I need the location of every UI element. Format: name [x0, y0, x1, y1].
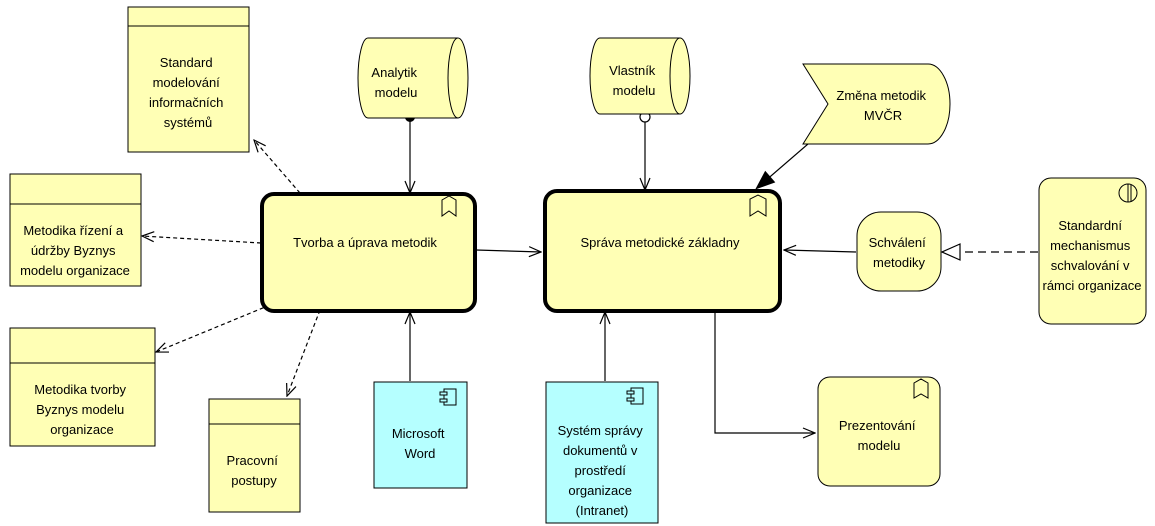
node-label: (Intranet) — [576, 503, 629, 518]
access-tvorba-to-standard — [254, 140, 301, 194]
node-label: Schválení — [869, 235, 926, 250]
svg-text:Změna metodik MVČR: Změna metodik MVČR — [836, 88, 929, 123]
node-label: MVČR — [864, 108, 902, 123]
svg-text:Systém správy dokumentů: Systém správy dokumentů v prostředí orga… — [558, 423, 647, 518]
node-label: Standardní — [1058, 218, 1122, 233]
component-icon — [439, 388, 457, 406]
node-metodika-tvorby[interactable]: Metodika tvorby Byznys modelu organizace — [9, 327, 156, 447]
node-label: Byznys modelu — [36, 402, 124, 417]
component-icon — [626, 387, 644, 405]
svg-text:Pracovní postupy: Pracovní postupy — [227, 453, 282, 488]
node-label: Tvorba a úprava metodik — [293, 235, 437, 250]
svg-text:Vlastník modelu: Vlastník modelu — [609, 63, 659, 98]
node-sprava-zakladny[interactable]: Správa metodické základny — [543, 189, 782, 313]
node-microsoft-word[interactable]: Microsoft Word — [373, 381, 468, 489]
node-label: modelu — [613, 83, 656, 98]
node-label: informačních — [149, 95, 223, 110]
node-label: metodiky — [873, 255, 926, 270]
node-tvorba-uprava[interactable]: Tvorba a úprava metodik — [260, 192, 477, 313]
access-tvorba-to-metodika-rizeni — [142, 236, 262, 244]
flow-sprava-to-prezentovani — [714, 312, 815, 433]
node-prezentovani-modelu[interactable]: Prezentování modelu — [817, 376, 941, 487]
svg-text:Microsoft Word: Microsoft Word — [392, 426, 448, 461]
connections — [142, 111, 1038, 433]
node-label: postupy — [231, 473, 277, 488]
node-label: prostředí — [575, 463, 627, 478]
node-label: dokumentů v — [563, 443, 638, 458]
node-label: organizace — [568, 483, 632, 498]
svg-text:Prezentování modelu: Prezentování modelu — [839, 418, 919, 453]
node-standardni-mechanismus[interactable]: Standardní mechanismus schvalování v rám… — [1038, 177, 1147, 325]
node-label: Metodika tvorby — [34, 382, 126, 397]
node-analytik-modelu[interactable]: Analytik modelu — [357, 37, 469, 119]
node-system-spravy[interactable]: Systém správy dokumentů v prostředí orga… — [545, 381, 659, 524]
function-icon — [749, 194, 767, 217]
svg-text:Schválení metodiky: Schválení metodiky — [869, 235, 930, 270]
serving-schvaleni-to-sprava — [784, 250, 857, 252]
flow-tvorba-to-sprava — [475, 250, 541, 252]
node-label: mechanismus — [1050, 238, 1131, 253]
node-label: Analytik — [371, 65, 417, 80]
node-schvaleni-metodiky[interactable]: Schválení metodiky — [856, 211, 942, 292]
node-label: Systém správy — [558, 423, 644, 438]
access-tvorba-to-metodika-tvorby — [156, 304, 271, 352]
svg-text:Správa metodické základny: Správa metodické základny — [581, 235, 740, 250]
node-label: organizace — [50, 422, 114, 437]
svg-text:Metodika tvorby Byznys m: Metodika tvorby Byznys modelu organizace — [34, 382, 129, 437]
function-icon — [441, 195, 457, 217]
node-label: Microsoft — [392, 426, 445, 441]
svg-text:Tvorba a úprava metodik: Tvorba a úprava metodik — [293, 235, 437, 250]
node-label: rámci organizace — [1043, 278, 1142, 293]
svg-text:Analytik modelu: Analytik modelu — [371, 65, 420, 100]
node-label: modelu — [375, 85, 418, 100]
node-label: modelu — [858, 438, 901, 453]
svg-text:Standardní mechanismus: Standardní mechanismus schvalování v rám… — [1043, 218, 1142, 293]
node-standard-modelovani[interactable]: Standard modelování informačních systémů — [127, 6, 250, 153]
node-zmena-metodik[interactable]: Změna metodik MVČR — [802, 63, 951, 145]
node-label: modelu organizace — [20, 263, 130, 278]
node-label: schvalování v — [1051, 258, 1130, 273]
access-tvorba-to-pracovni — [287, 309, 321, 396]
node-label: Změna metodik — [836, 88, 926, 103]
node-label: Standard — [160, 55, 213, 70]
svg-text:Metodika řízení a údržby: Metodika řízení a údržby Byznys modelu o… — [20, 223, 130, 278]
node-label: Metodika řízení a — [23, 223, 123, 238]
node-pracovni-postupy[interactable]: Pracovní postupy — [208, 398, 301, 513]
node-label: údržby Byznys — [31, 243, 116, 258]
node-label: systémů — [164, 115, 212, 130]
node-label: Pracovní — [227, 453, 279, 468]
node-label: Správa metodické základny — [581, 235, 740, 250]
svg-text:Standard modelování: Standard modelování informačních systémů — [149, 55, 227, 130]
node-label: Vlastník — [609, 63, 656, 78]
function-icon — [913, 378, 929, 399]
node-metodika-rizeni[interactable]: Metodika řízení a údržby Byznys modelu o… — [9, 173, 142, 287]
node-label: modelování — [153, 75, 221, 90]
node-label: Word — [405, 446, 436, 461]
node-label: Prezentování — [839, 418, 916, 433]
node-vlastnik-modelu[interactable]: Vlastník modelu — [589, 37, 691, 115]
